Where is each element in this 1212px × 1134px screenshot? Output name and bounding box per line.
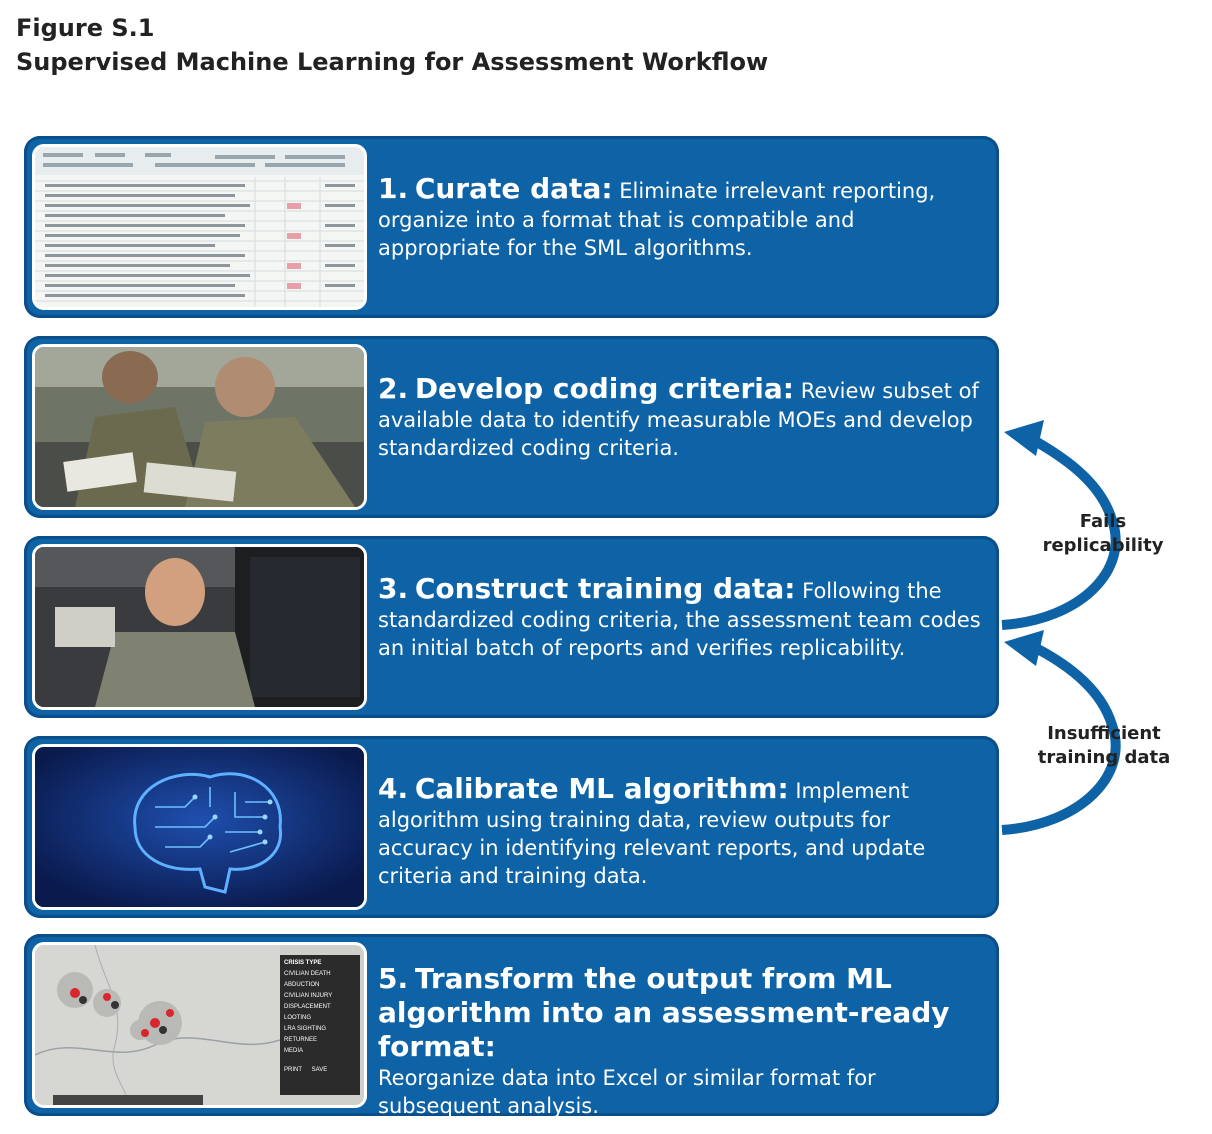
step-2-number: 2.: [378, 372, 409, 405]
step-5-heading: Transform the output from ML algorithm i…: [378, 962, 950, 1063]
step-4-text: 4. Calibrate ML algorithm: Implement alg…: [378, 772, 983, 890]
map-legend-item[interactable]: MEDIA: [284, 1048, 304, 1054]
map-legend-item[interactable]: LRA SIGHTING: [284, 1026, 327, 1032]
map-legend-item[interactable]: ABDUCTION: [284, 982, 320, 988]
map-legend-item[interactable]: CIVILIAN INJURY: [284, 993, 333, 999]
step-1-body: Eliminate irrelevant reporting, organize…: [378, 179, 936, 260]
circuit-brain-image: [32, 744, 367, 910]
step-2-text: 2. Develop coding criteria: Review subse…: [378, 372, 983, 462]
figure-label: Figure S.1: [16, 14, 155, 42]
step-5-text: 5. Transform the output from ML algorith…: [378, 962, 983, 1120]
step-3-box: 3. Construct training data: Following th…: [24, 536, 999, 718]
map-legend-item[interactable]: LOOTING: [284, 1015, 312, 1021]
map-legend-item[interactable]: DISPLACEMENT: [284, 1004, 331, 1010]
map-legend-item[interactable]: RETURNEE: [284, 1037, 318, 1043]
step-2-body: Review subset of available data to ident…: [378, 379, 979, 460]
map-legend-panel: CRISIS TYPE CIVILIAN DEATH ABDUCTION CIV…: [280, 955, 360, 1095]
crisis-map-image: CRISIS TYPE CIVILIAN DEATH ABDUCTION CIV…: [32, 942, 367, 1108]
step-3-text: 3. Construct training data: Following th…: [378, 572, 983, 662]
loop-arrow-2-head: [1004, 630, 1044, 666]
map-legend-title: CRISIS TYPE: [284, 960, 322, 966]
step-3-number: 3.: [378, 572, 409, 605]
loop-label-insufficient-training: Insufficient training data: [1037, 723, 1171, 768]
crisis-map-illustration: [35, 945, 280, 1105]
loop-arrow-2: [1001, 640, 1121, 835]
step-1-text: 1. Curate data: Eliminate irrelevant rep…: [378, 172, 983, 262]
step-5-number: 5.: [378, 962, 409, 995]
map-legend-item[interactable]: CIVILIAN DEATH: [284, 971, 331, 977]
spreadsheet-image: [32, 144, 367, 310]
step-4-number: 4.: [378, 772, 409, 805]
soldier-computer-photo: [32, 544, 367, 710]
figure-title: Supervised Machine Learning for Assessme…: [16, 48, 769, 76]
step-4-box: 4. Calibrate ML algorithm: Implement alg…: [24, 736, 999, 918]
step-1-heading: Curate data:: [414, 172, 613, 205]
loop-label-fails-replicability: Fails replicability: [1042, 511, 1164, 556]
soldier-computer-illustration: [35, 547, 364, 707]
loop-arrow-1-head: [1004, 420, 1044, 456]
map-save-button[interactable]: SAVE: [311, 1067, 328, 1073]
step-1-number: 1.: [378, 172, 409, 205]
step-5-body: Reorganize data into Excel or similar fo…: [378, 1066, 876, 1118]
step-1-box: 1. Curate data: Eliminate irrelevant rep…: [24, 136, 999, 318]
step-4-heading: Calibrate ML algorithm:: [414, 772, 789, 805]
soldiers-writing-photo: [32, 344, 367, 510]
spreadsheet-illustration: [35, 147, 364, 307]
map-print-button[interactable]: PRINT: [284, 1067, 302, 1073]
step-2-heading: Develop coding criteria:: [414, 372, 794, 405]
step-3-heading: Construct training data:: [414, 572, 796, 605]
step-4-body: Implement algorithm using training data,…: [378, 779, 926, 888]
soldiers-writing-illustration: [35, 347, 364, 507]
feedback-arrows: [1001, 420, 1121, 835]
step-2-box: 2. Develop coding criteria: Review subse…: [24, 336, 999, 518]
step-5-box: CRISIS TYPE CIVILIAN DEATH ABDUCTION CIV…: [24, 934, 999, 1118]
step-3-body: Following the standardized coding criter…: [378, 579, 981, 660]
loop-arrow-1: [1001, 433, 1121, 630]
circuit-brain-illustration: [35, 747, 364, 907]
